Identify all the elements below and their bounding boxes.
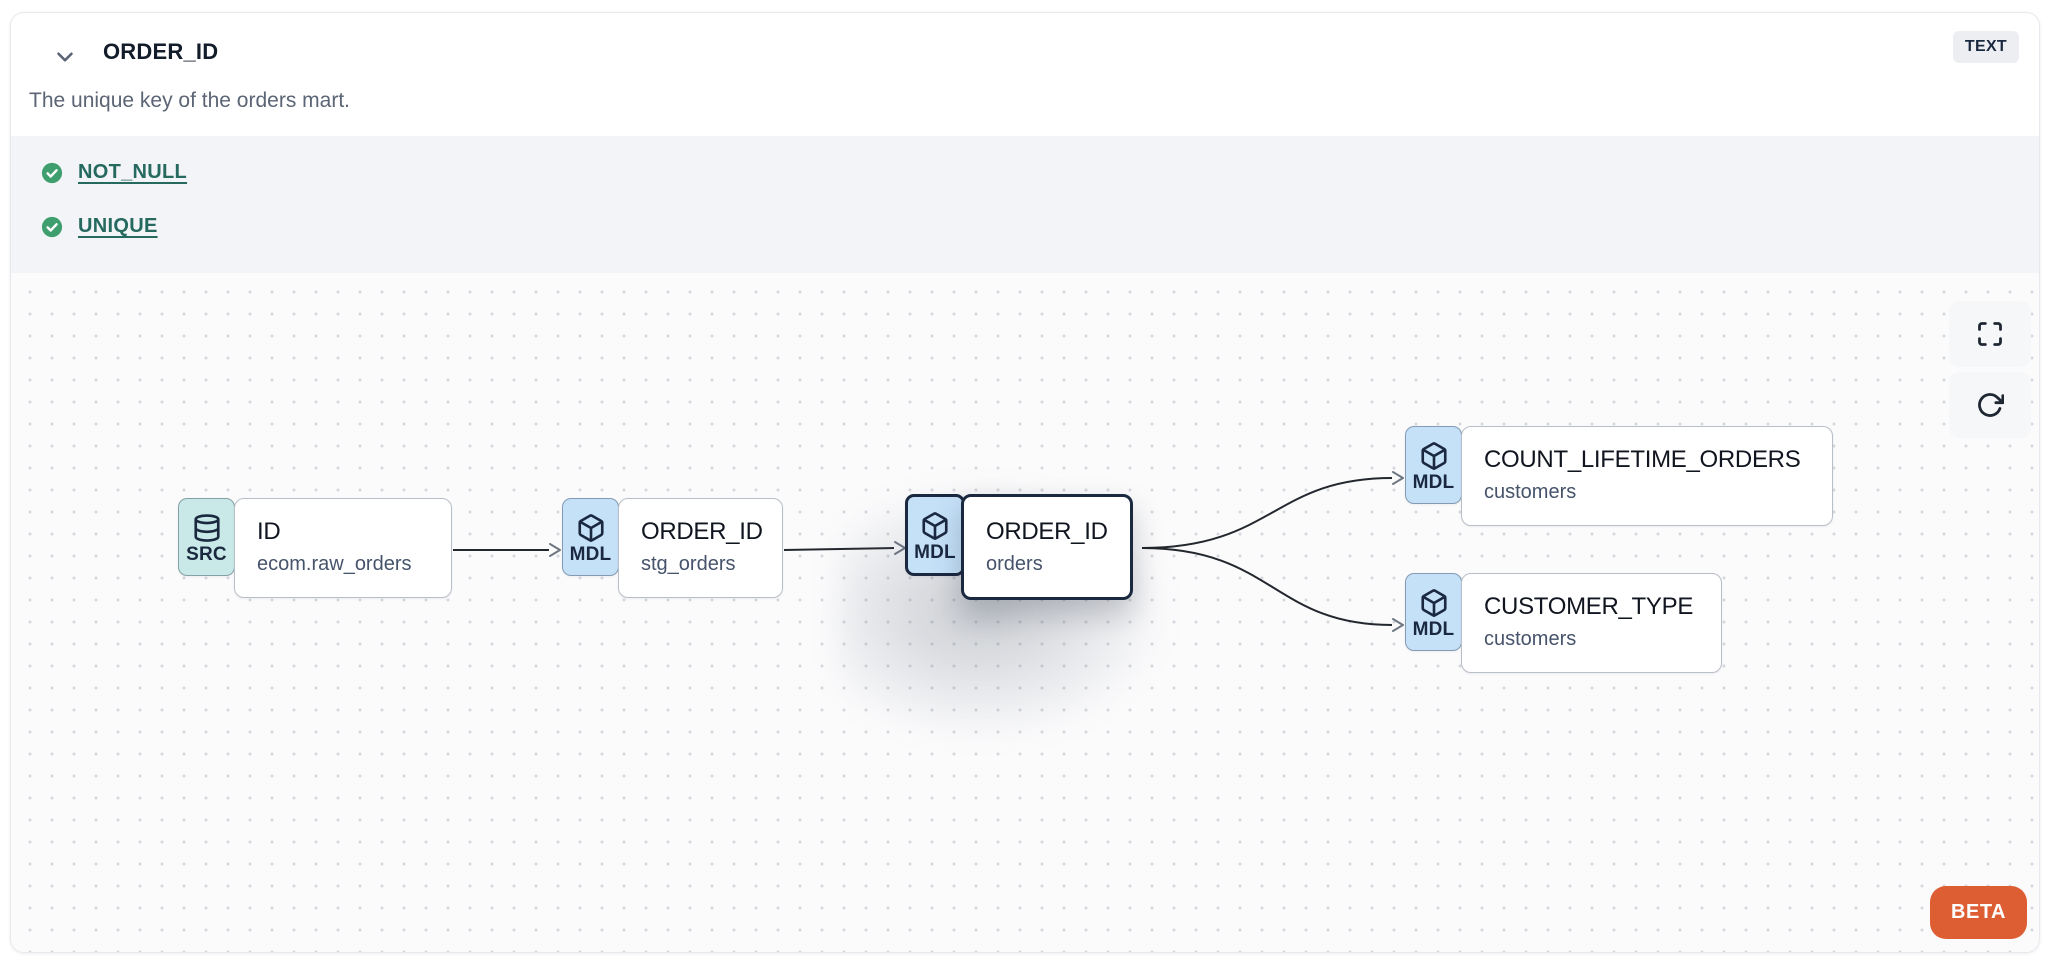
- test-row: NOT_NULL: [41, 161, 2039, 184]
- database-icon: [193, 513, 220, 542]
- node-body: COUNT_LIFETIME_ORDERS customers: [1461, 426, 1833, 526]
- node-kind-label: MDL: [1412, 618, 1455, 640]
- fullscreen-icon: [1978, 322, 2002, 346]
- node-body: ORDER_ID stg_orders: [618, 498, 783, 598]
- collapse-button[interactable]: [49, 42, 81, 74]
- node-body: ORDER_ID orders: [961, 494, 1133, 600]
- tests-section: NOT_NULL UNIQUE: [11, 136, 2039, 273]
- node-title: ORDER_ID: [641, 518, 763, 545]
- node-kind-label: SRC: [186, 543, 227, 565]
- node-subtitle: orders: [986, 553, 1043, 575]
- node-kind-label: MDL: [914, 541, 956, 563]
- node-body: CUSTOMER_TYPE customers: [1461, 573, 1722, 673]
- nodes-layer: SRC ID ecom.raw_orders MDL ORDER_ID stg_…: [11, 273, 2039, 952]
- column-type-badge: TEXT: [1952, 31, 2019, 63]
- node-title: ID: [257, 518, 281, 545]
- box-icon: [1420, 441, 1447, 470]
- node-type-badge: MDL: [1405, 573, 1462, 651]
- lineage-canvas[interactable]: SRC ID ecom.raw_orders MDL ORDER_ID stg_…: [11, 273, 2039, 952]
- column-description: The unique key of the orders mart.: [29, 89, 350, 112]
- box-icon: [577, 513, 604, 542]
- node-kind-label: MDL: [1412, 471, 1455, 493]
- test-link[interactable]: UNIQUE: [78, 215, 158, 237]
- node-title: ORDER_ID: [986, 518, 1108, 545]
- node-subtitle: stg_orders: [641, 553, 736, 575]
- node-kind-label: MDL: [569, 543, 612, 565]
- check-circle-icon: [41, 162, 63, 184]
- node-type-badge: MDL: [1405, 426, 1462, 504]
- column-header: ORDER_ID TEXT The unique key of the orde…: [11, 13, 2039, 136]
- test-row: UNIQUE: [41, 215, 2039, 238]
- chevron-down-icon: [57, 51, 73, 62]
- box-icon: [1420, 588, 1447, 617]
- check-circle-icon: [41, 216, 63, 238]
- canvas-controls: [1949, 301, 2031, 438]
- node-type-badge: SRC: [178, 498, 235, 576]
- node-type-badge: MDL: [905, 494, 965, 576]
- refresh-button[interactable]: [1949, 372, 2031, 438]
- refresh-icon: [1978, 393, 2004, 417]
- column-details-card: ORDER_ID TEXT The unique key of the orde…: [10, 12, 2040, 953]
- beta-badge: BETA: [1930, 886, 2027, 939]
- node-subtitle: customers: [1484, 628, 1577, 650]
- box-icon: [922, 511, 948, 540]
- node-subtitle: customers: [1484, 481, 1577, 503]
- lineage-edges: [453, 471, 1404, 632]
- node-title: CUSTOMER_TYPE: [1484, 593, 1694, 620]
- fullscreen-button[interactable]: [1949, 301, 2031, 367]
- test-link[interactable]: NOT_NULL: [78, 161, 188, 183]
- node-body: ID ecom.raw_orders: [234, 498, 452, 598]
- node-title: COUNT_LIFETIME_ORDERS: [1484, 446, 1801, 473]
- node-subtitle: ecom.raw_orders: [257, 553, 412, 575]
- node-type-badge: MDL: [562, 498, 619, 576]
- column-title: ORDER_ID: [103, 39, 219, 64]
